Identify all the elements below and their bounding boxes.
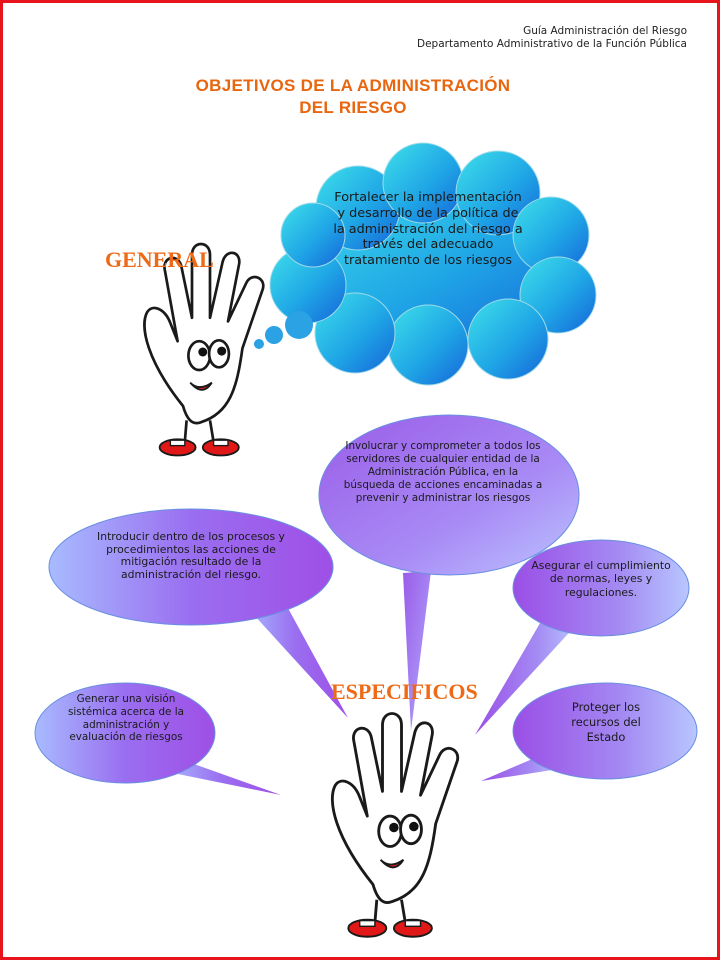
- especificos-label: ESPECIFICOS: [331, 679, 478, 704]
- header-guide-name: Guía Administración del Riesgo: [523, 25, 687, 37]
- general-label: GENERAL: [105, 247, 214, 272]
- title-line-1: OBJETIVOS DE LA ADMINISTRACIÓN: [195, 76, 511, 95]
- specific-objective-text: Asegurar el cumplimiento de normas, leye…: [531, 559, 671, 599]
- speech-bubble-4: [34, 682, 281, 795]
- speech-bubble-2: [48, 508, 348, 718]
- speech-bubble-5: [481, 682, 698, 781]
- cartoon-hand-icon: [143, 242, 265, 457]
- specific-objective-text: Proteger los recursos del Estado: [571, 700, 641, 744]
- speech-bubble-3: [475, 539, 690, 735]
- speech-bubble-1: [318, 414, 580, 731]
- thought-cloud: [254, 142, 597, 386]
- general-objective-text: Fortalecer la implementación y desarroll…: [333, 190, 523, 269]
- specific-objective-text: Involucrar y comprometer a todos los ser…: [343, 440, 543, 505]
- page-title: OBJETIVOS DE LA ADMINISTRACIÓN DEL RIESG…: [153, 75, 553, 119]
- specific-objective-text: Generar una visión sistémica acerca de l…: [67, 693, 185, 744]
- title-line-2: DEL RIESGO: [299, 98, 407, 117]
- header-department: Departamento Administrativo de la Funció…: [416, 38, 687, 50]
- cartoon-hand-icon: [330, 712, 460, 939]
- document-header: Guía Administración del Riesgo Departame…: [417, 25, 687, 51]
- diagram-graphics: [34, 142, 698, 939]
- specific-objective-text: Introducir dentro de los procesos y proc…: [97, 530, 285, 581]
